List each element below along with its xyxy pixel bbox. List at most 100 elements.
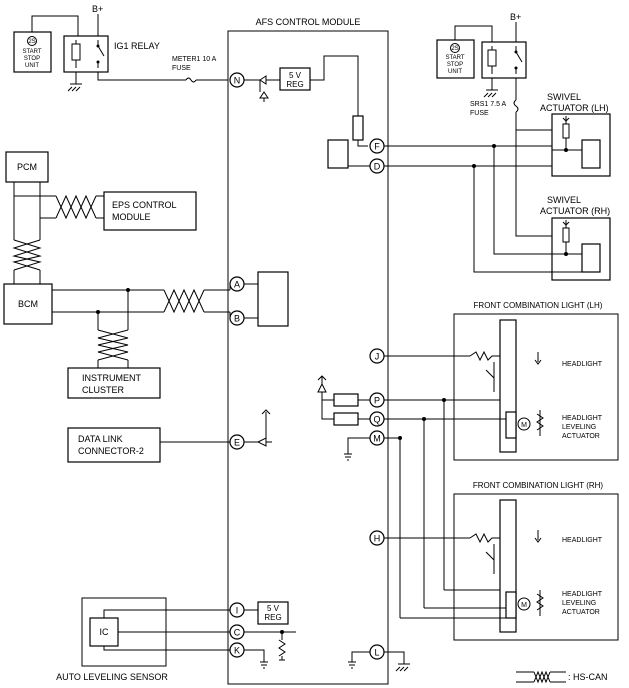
junction-lh-act	[564, 148, 568, 152]
svg-text:STOP: STOP	[447, 62, 463, 68]
pcm-box: PCM	[5, 151, 49, 183]
ground-k	[244, 649, 268, 669]
svg-text:2S: 2S	[28, 39, 35, 45]
swivel-rh-label: SWIVEL	[547, 195, 581, 205]
diode-n-down	[259, 80, 269, 102]
svg-text:A: A	[234, 280, 240, 290]
svg-text:5 V: 5 V	[289, 71, 302, 80]
front-combination-light-rh	[453, 493, 619, 641]
leveling-driver-1	[333, 393, 359, 407]
svg-text:STOP: STOP	[24, 56, 40, 62]
svg-text:INSTRUMENT: INSTRUMENT	[82, 373, 141, 383]
fcl-lh-transistor	[485, 362, 495, 392]
pin-b: B	[229, 310, 245, 326]
meter-fuse-symbol	[185, 77, 197, 83]
svg-text:UNIT: UNIT	[25, 63, 39, 69]
pin-c: C	[229, 624, 245, 640]
pin-i: I	[229, 602, 245, 618]
pullup-resistor	[352, 115, 364, 141]
can-twist-pcm-eps	[55, 194, 97, 220]
bcm-box: BCM	[3, 283, 53, 325]
fcl-lh-resistor	[469, 350, 500, 362]
pin-j: J	[369, 348, 385, 364]
ig1-relay-label: IG1 RELAY	[114, 41, 160, 51]
svg-text:I: I	[236, 606, 239, 616]
can-twist-bcm-afs	[163, 288, 205, 314]
can-twist-bcm-cluster	[97, 329, 129, 361]
can-bcm-afs-wires	[52, 289, 230, 313]
svg-text:P: P	[374, 396, 380, 406]
fcl-lh-leveling-3: ACTUATOR	[562, 433, 600, 440]
ig1-relay	[63, 35, 109, 73]
svg-text:START: START	[445, 55, 464, 61]
svg-text:CLUSTER: CLUSTER	[82, 385, 125, 395]
svg-text:H: H	[374, 534, 381, 544]
fcl-rh-transistor	[485, 544, 495, 574]
pin-p: P	[369, 392, 385, 408]
fcl-lh-leveling-2: LEVELING	[562, 424, 596, 431]
svg-text:N: N	[234, 76, 241, 86]
svg-text:IC: IC	[100, 627, 110, 637]
svg-text:F: F	[374, 142, 380, 152]
svg-text:5 V: 5 V	[267, 604, 280, 613]
svg-text:E: E	[234, 438, 240, 448]
svg-text:REG: REG	[264, 613, 281, 622]
svg-text:CONNECTOR-2: CONNECTOR-2	[78, 446, 144, 456]
svg-text:UNIT: UNIT	[448, 69, 462, 75]
pin-q: Q	[369, 411, 385, 427]
fcl-rh-motor: M	[505, 590, 544, 619]
ground-m	[344, 437, 370, 461]
b-plus-left: B+	[92, 4, 103, 14]
swivel-actuator-rh	[551, 217, 611, 281]
wire-swivel-bus	[384, 145, 582, 273]
junction-c	[280, 630, 284, 634]
fcl-rh-headlight-label: HEADLIGHT	[562, 537, 603, 544]
junction-f	[492, 144, 496, 148]
reg-top: 5 V REG	[279, 67, 311, 91]
ground-l	[384, 651, 410, 672]
auto-leveling-sensor-label: AUTO LEVELING SENSOR	[56, 672, 168, 682]
fcl-rh-resistor	[469, 532, 500, 544]
meter-fuse-label-2: FUSE	[172, 65, 191, 72]
fcl-lh-motor: M	[505, 410, 544, 439]
svg-text:Q: Q	[373, 415, 380, 425]
swivel-rh-label-2: ACTUATOR (RH)	[540, 206, 610, 216]
can-twist-pcm-bcm	[12, 239, 42, 271]
b-plus-right: B+	[510, 12, 521, 22]
fcl-lh-headlight-icon	[534, 352, 542, 365]
pin-h: H	[369, 530, 385, 546]
wire-leveling-drivers	[321, 392, 370, 420]
swivel-lh-label: SWIVEL	[547, 92, 581, 102]
pin-d: D	[369, 158, 385, 174]
can-pcm-bcm-wires	[13, 182, 41, 284]
junction-p	[442, 398, 446, 402]
svg-text:EPS CONTROL: EPS CONTROL	[112, 200, 177, 210]
svg-text:M: M	[521, 602, 527, 609]
srs-fuse-label-2: FUSE	[470, 110, 489, 117]
afs-control-module-box	[227, 30, 389, 685]
junction-m	[398, 436, 402, 440]
svg-text:C: C	[234, 628, 241, 638]
pin-l: L	[369, 644, 385, 660]
wire-pin-c	[244, 609, 296, 661]
svg-text:2S: 2S	[451, 46, 458, 52]
fcl-rh-leveling-2: LEVELING	[562, 600, 596, 607]
ground-right	[483, 78, 498, 98]
wire-sensor-to-afs	[103, 609, 230, 651]
fcl-lh-headlight-label: HEADLIGHT	[562, 361, 603, 368]
diode-n	[244, 75, 280, 85]
front-combination-light-lh	[453, 313, 619, 461]
fcl-rh-leveling-3: ACTUATOR	[562, 609, 600, 616]
swivel-driver-block	[327, 139, 349, 169]
svg-text:MODULE: MODULE	[112, 212, 151, 222]
fcl-rh-leveling-1: HEADLIGHT	[562, 591, 603, 598]
fcl-lh-leveling-1: HEADLIGHT	[562, 415, 603, 422]
fcl-lh-title: FRONT COMBINATION LIGHT (LH)	[474, 301, 603, 310]
swivel-actuator-lh	[551, 113, 611, 177]
junction-can-2	[126, 288, 130, 292]
fcl-rh-headlight-icon	[534, 530, 542, 543]
pin-k: K	[229, 642, 245, 658]
meter-fuse-label: METER1 10 A	[172, 56, 217, 63]
dlc-pullup	[261, 409, 271, 418]
